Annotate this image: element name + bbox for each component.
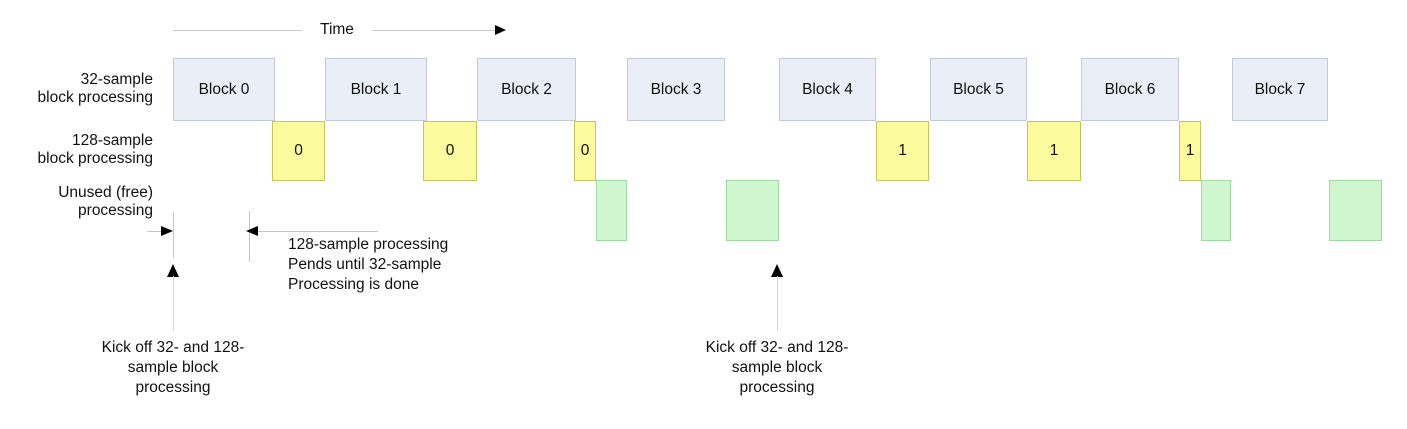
dimension-tick-left	[173, 212, 174, 258]
block-128-sample: 1	[1179, 121, 1201, 181]
arrow-up-stem	[173, 276, 174, 331]
block-unused-free	[726, 180, 779, 241]
block-32-sample: Block 2	[477, 58, 576, 121]
dimension-arrow-right-tail	[258, 231, 378, 232]
block-32-sample: Block 7	[1232, 58, 1328, 121]
block-unused-free	[1201, 180, 1231, 241]
row-label-line: 32-sample	[80, 71, 153, 88]
row-label-32-sample: 32-sample block processing	[38, 71, 153, 107]
block-128-sample: 0	[423, 121, 477, 181]
row-label-line: 128-sample	[72, 132, 153, 149]
row-label-unused-free: Unused (free) processing	[58, 184, 153, 220]
dimension-arrow-left-tail	[147, 231, 162, 232]
block-32-sample: Block 6	[1081, 58, 1179, 121]
block-32-sample: Block 1	[325, 58, 427, 121]
kickoff-note-line: processing	[135, 379, 211, 396]
row-label-line: processing	[78, 202, 153, 219]
kickoff-note-line: Kick off 32- and 128-	[101, 339, 245, 356]
arrow-right-icon	[161, 226, 173, 236]
block-unused-free	[596, 180, 627, 241]
pend-note: 128-sample processing Pends until 32-sam…	[288, 235, 448, 295]
block-128-sample: 1	[876, 121, 929, 181]
time-axis-label: Time	[302, 21, 372, 39]
pend-note-line: 128-sample processing	[288, 236, 449, 253]
block-128-sample: 0	[272, 121, 325, 181]
time-axis-arrowhead-icon	[495, 25, 506, 35]
arrow-up-icon	[771, 264, 783, 277]
pend-note-line: Pends until 32-sample	[288, 256, 442, 273]
block-32-sample: Block 0	[173, 58, 275, 121]
dimension-tick-right	[249, 211, 250, 262]
arrow-left-icon	[246, 226, 258, 236]
block-32-sample: Block 3	[627, 58, 725, 121]
kickoff-note: Kick off 32- and 128- sample block process…	[667, 338, 887, 398]
block-128-sample: 0	[574, 121, 596, 181]
row-label-line: block processing	[37, 150, 153, 167]
block-unused-free	[1329, 180, 1382, 241]
pend-note-line: Processing is done	[288, 276, 419, 293]
kickoff-note: Kick off 32- and 128- sample block process…	[63, 338, 283, 398]
block-128-sample: 1	[1027, 121, 1081, 181]
row-label-128-sample: 128-sample block processing	[38, 132, 153, 168]
kickoff-note-line: sample block	[127, 359, 219, 376]
arrow-up-stem	[777, 276, 778, 331]
block-32-sample: Block 5	[930, 58, 1027, 121]
kickoff-note-line: processing	[739, 379, 815, 396]
block-32-sample: Block 4	[779, 58, 876, 121]
arrow-up-icon	[167, 264, 179, 277]
kickoff-note-line: sample block	[731, 359, 823, 376]
kickoff-note-line: Kick off 32- and 128-	[705, 339, 849, 356]
row-label-line: block processing	[37, 89, 153, 106]
row-label-line: Unused (free)	[58, 184, 153, 201]
